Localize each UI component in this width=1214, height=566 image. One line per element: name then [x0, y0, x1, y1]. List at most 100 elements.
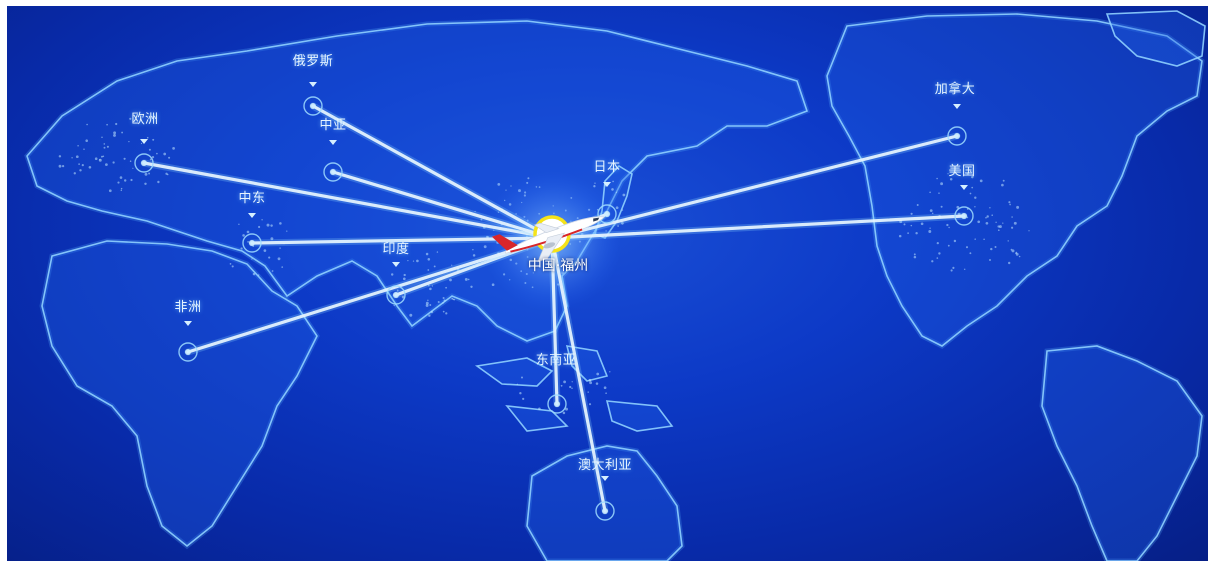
city-light-dot	[427, 258, 431, 261]
city-light-dot	[936, 177, 938, 180]
city-light-dot	[520, 376, 524, 379]
city-light-dot	[949, 178, 953, 181]
city-light-dot	[103, 146, 106, 149]
city-light-dot	[470, 285, 473, 288]
city-light-dot	[436, 251, 439, 253]
city-light-dot	[443, 299, 446, 302]
pin-australia[interactable]	[595, 476, 615, 521]
pin-usa[interactable]	[954, 185, 974, 226]
city-light-dot	[106, 145, 109, 148]
city-light-dot	[261, 219, 263, 221]
hub-marker[interactable]	[491, 202, 611, 273]
city-light-dot	[952, 266, 955, 269]
city-light-dot	[562, 411, 566, 415]
city-light-dot	[1016, 205, 1020, 209]
city-light-dot	[516, 383, 519, 385]
city-light-dot	[425, 252, 429, 256]
city-light-dot	[168, 156, 171, 159]
pin-russia[interactable]	[303, 82, 323, 116]
label-southeast-asia: 东南亚	[535, 353, 577, 368]
pin-central-asia[interactable]	[323, 140, 343, 182]
pin-europe[interactable]	[134, 139, 154, 173]
city-light-dot	[1011, 249, 1015, 253]
route-southeast-asia	[550, 236, 559, 406]
city-light-dot	[966, 172, 970, 175]
south-america	[1041, 345, 1203, 561]
city-light-dot	[913, 255, 917, 259]
city-light-dot	[594, 182, 596, 184]
city-light-dot	[445, 312, 448, 315]
city-light-dot	[474, 210, 476, 213]
city-light-dot	[132, 167, 134, 169]
city-light-dot	[931, 212, 934, 215]
city-light-dot	[915, 231, 918, 235]
city-light-dot	[910, 212, 913, 215]
city-light-dot	[117, 181, 120, 184]
city-light-dot	[467, 278, 470, 281]
pin-canada[interactable]	[947, 104, 967, 146]
city-light-dot	[974, 238, 976, 240]
city-light-dot	[98, 158, 102, 162]
city-light-dot	[94, 157, 98, 161]
continents	[24, 10, 1206, 561]
greenland	[1105, 10, 1206, 67]
city-light-dot	[990, 247, 993, 251]
city-light-dot	[985, 221, 989, 225]
city-light-dot	[86, 123, 88, 126]
city-light-dot	[257, 274, 260, 276]
city-light-dot	[442, 296, 445, 300]
city-light-dot	[146, 136, 149, 139]
pin-japan[interactable]	[597, 182, 617, 224]
city-light-dot	[286, 230, 288, 232]
city-light-dot	[270, 224, 273, 227]
city-light-dot	[991, 214, 993, 216]
city-light-dot	[464, 277, 468, 281]
city-light-dot	[621, 221, 624, 225]
pin-india[interactable]	[386, 262, 406, 305]
city-light-dot	[427, 284, 430, 287]
city-light-dot	[1011, 216, 1013, 218]
city-light-dot	[85, 139, 88, 142]
city-light-dot	[156, 152, 158, 155]
city-light-dot	[971, 186, 974, 189]
city-light-dot	[79, 169, 82, 172]
label-usa: 美国	[948, 164, 976, 179]
city-light-dot	[940, 205, 943, 208]
city-light-dot	[916, 204, 919, 206]
city-light-dot	[588, 378, 592, 382]
city-light-dot	[240, 247, 243, 250]
sea-islands-4	[505, 404, 569, 432]
pin-middle-east[interactable]	[242, 213, 262, 253]
city-light-dot	[929, 227, 931, 229]
city-light-dot	[129, 117, 132, 120]
city-light-dot	[416, 259, 419, 263]
city-light-dot	[252, 272, 256, 276]
city-light-dot	[430, 310, 434, 314]
city-light-dot	[163, 152, 167, 156]
city-light-dot	[144, 172, 148, 176]
city-light-dot	[609, 371, 611, 373]
pin-africa[interactable]	[178, 321, 198, 362]
city-light-dot	[969, 192, 972, 195]
city-light-dot	[946, 223, 949, 227]
city-light-dot	[101, 136, 103, 139]
city-light-dot	[452, 298, 455, 301]
city-light-dot	[151, 155, 155, 159]
city-light-dot	[429, 287, 432, 291]
city-light-dot	[974, 206, 976, 208]
city-light-dot	[940, 182, 944, 186]
pin-southeast-asia[interactable]	[547, 394, 567, 414]
city-light-dot	[106, 123, 108, 126]
city-light-dot	[401, 295, 405, 299]
label-russia: 俄罗斯	[292, 54, 334, 69]
city-light-dot	[994, 246, 997, 248]
city-light-dot	[1001, 183, 1004, 187]
city-light-dot	[491, 283, 495, 287]
city-light-dot	[121, 131, 124, 134]
city-light-dot	[472, 254, 476, 257]
city-light-dot	[172, 147, 175, 150]
city-light-dot	[58, 164, 62, 168]
city-light-dot	[947, 173, 949, 175]
label-africa: 非洲	[174, 300, 202, 315]
city-light-dot	[427, 299, 429, 302]
